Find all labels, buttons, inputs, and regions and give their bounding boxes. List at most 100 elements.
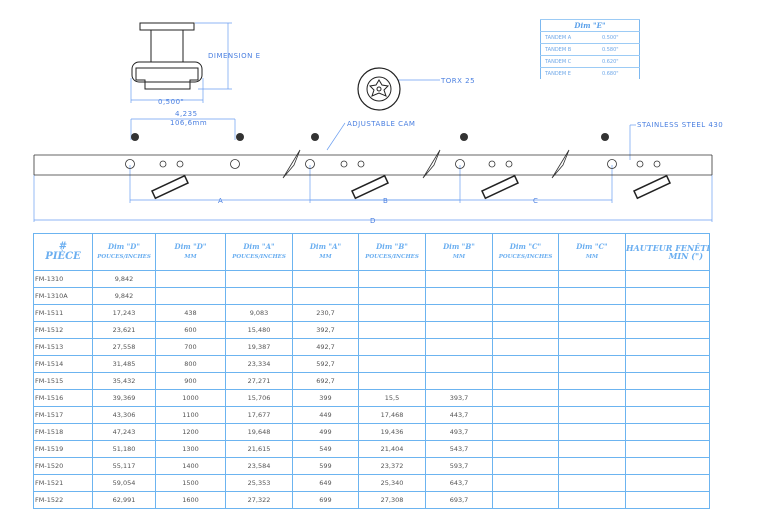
- table-cell: [625, 491, 710, 509]
- table-cell: 47,243: [92, 423, 156, 441]
- torx-label: TORX 25: [440, 77, 475, 85]
- table-cell: [358, 338, 426, 356]
- table-cell: 27,308: [358, 491, 426, 509]
- table-cell: 21,404: [358, 440, 426, 458]
- table-cell: 543,7: [425, 440, 493, 458]
- table-cell: 55,117: [92, 457, 156, 475]
- table-cell: 27,271: [225, 372, 293, 390]
- table-cell: 17,677: [225, 406, 293, 424]
- table-cell: [492, 287, 559, 305]
- table-cell: 39,369: [92, 389, 156, 407]
- cam-profile-view: [131, 22, 203, 90]
- table-cell: 1500: [155, 474, 226, 492]
- table-cell: 27,322: [225, 491, 293, 509]
- table-cell: 1000: [155, 389, 226, 407]
- tandem-value: 0.580": [597, 43, 640, 56]
- column-header: Dim "C"POUCES/INCHES: [492, 233, 559, 271]
- table-cell: [492, 321, 559, 339]
- table-cell: 800: [155, 355, 226, 373]
- header-subtitle: MM: [452, 254, 466, 261]
- table-cell: 23,621: [92, 321, 156, 339]
- table-cell: 62,991: [92, 491, 156, 509]
- piece-number: FM-1514: [33, 355, 93, 373]
- header-title: Dim "D": [174, 242, 207, 252]
- piece-number: FM-1520: [33, 457, 93, 475]
- piece-number: FM-1513: [33, 338, 93, 356]
- table-cell: 392,7: [292, 321, 359, 339]
- piece-number: FM-1517: [33, 406, 93, 424]
- table-cell: [558, 423, 626, 441]
- table-cell: 1100: [155, 406, 226, 424]
- piece-number: FM-1512: [33, 321, 93, 339]
- header-title: #: [58, 241, 68, 252]
- table-cell: [625, 406, 710, 424]
- table-cell: [425, 372, 493, 390]
- table-cell: 449: [292, 406, 359, 424]
- table-cell: [625, 372, 710, 390]
- table-cell: [625, 287, 710, 305]
- table-cell: [425, 338, 493, 356]
- table-cell: 23,372: [358, 457, 426, 475]
- table-cell: 15,480: [225, 321, 293, 339]
- column-header: Dim "A"MM: [292, 233, 359, 271]
- table-cell: [492, 338, 559, 356]
- table-cell: [625, 457, 710, 475]
- column-header: Dim "B" MM: [425, 233, 493, 271]
- track-bar: [33, 154, 713, 176]
- table-cell: 700: [155, 338, 226, 356]
- table-cell: [358, 372, 426, 390]
- table-cell: [625, 423, 710, 441]
- table-cell: 27,558: [92, 338, 156, 356]
- table-cell: [625, 389, 710, 407]
- table-cell: [558, 270, 626, 288]
- tandem-value: 0.500": [597, 31, 640, 44]
- table-cell: 19,436: [358, 423, 426, 441]
- table-cell: 31,485: [92, 355, 156, 373]
- table-cell: [358, 321, 426, 339]
- piece-number: FM-1521: [33, 474, 93, 492]
- table-cell: [558, 457, 626, 475]
- table-cell: 17,243: [92, 304, 156, 322]
- table-cell: 17,468: [358, 406, 426, 424]
- table-cell: [492, 491, 559, 509]
- table-cell: 599: [292, 457, 359, 475]
- column-header: #PIÈCE: [33, 233, 93, 271]
- stainless-steel-label: STAINLESS STEEL 430: [637, 121, 723, 129]
- header-subtitle: PIÈCE: [45, 251, 81, 262]
- table-cell: [558, 389, 626, 407]
- table-cell: 692,7: [292, 372, 359, 390]
- header-title: Dim "B": [443, 242, 475, 252]
- table-cell: 499: [292, 423, 359, 441]
- table-cell: 25,340: [358, 474, 426, 492]
- table-cell: 438: [155, 304, 226, 322]
- table-cell: [625, 355, 710, 373]
- table-cell: [292, 270, 359, 288]
- column-header: Dim "D"POUCES/INCHES: [92, 233, 156, 271]
- table-cell: [225, 270, 293, 288]
- tandem-name: TANDEM C: [540, 55, 598, 68]
- table-cell: 393,7: [425, 389, 493, 407]
- header-subtitle: POUCES/INCHES: [498, 254, 553, 261]
- header-title: HAUTEUR FENÊTRE: [626, 242, 709, 253]
- table-cell: [358, 270, 426, 288]
- table-cell: [492, 440, 559, 458]
- piece-number: FM-1516: [33, 389, 93, 407]
- table-cell: [155, 287, 226, 305]
- header-subtitle: POUCES/INCHES: [97, 254, 151, 261]
- table-cell: [558, 287, 626, 305]
- table-cell: 492,7: [292, 338, 359, 356]
- table-cell: 900: [155, 372, 226, 390]
- table-cell: 643,7: [425, 474, 493, 492]
- header-subtitle: MM: [585, 254, 599, 261]
- header-subtitle: MIN ("): [668, 251, 703, 261]
